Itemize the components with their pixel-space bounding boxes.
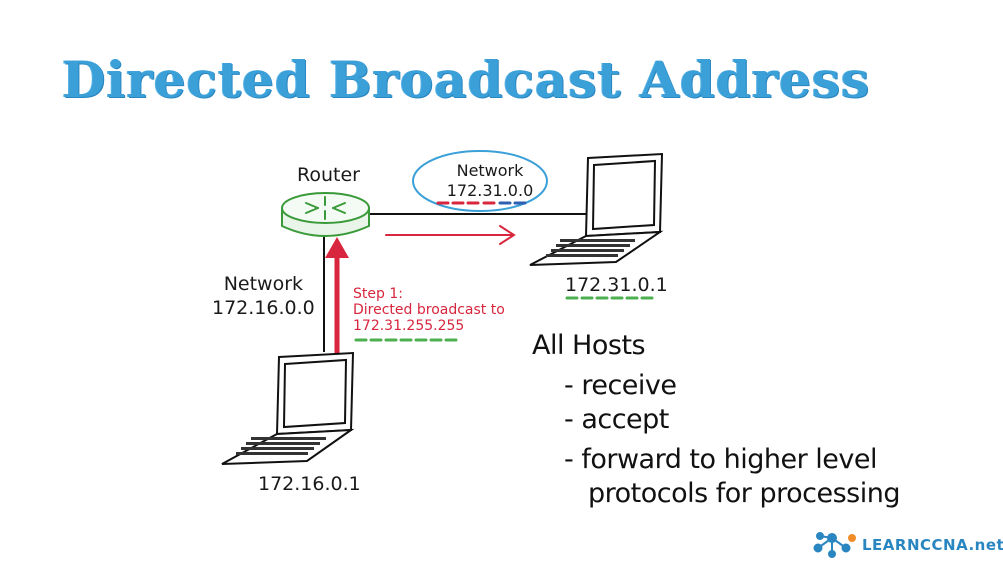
- host-right-ip: 172.31.0.1: [565, 274, 668, 296]
- network-right-label: Network 172.31.0.0: [437, 161, 543, 201]
- all-hosts-item: protocols for processing: [588, 478, 901, 509]
- network-right-title: Network: [456, 161, 524, 180]
- network-left-label: Network 172.16.0.0: [212, 272, 315, 320]
- all-hosts-item: - receive: [564, 370, 677, 401]
- all-hosts-item: - accept: [564, 404, 669, 435]
- all-hosts-heading: All Hosts: [532, 330, 646, 361]
- page-title: Directed Broadcast Address: [62, 50, 871, 109]
- laptop-icon-right: [529, 152, 664, 266]
- network-left-address: 172.16.0.0: [212, 297, 315, 319]
- network-left-title: Network: [223, 273, 304, 295]
- router-icon: [281, 192, 370, 237]
- network-right-address: 172.31.0.0: [446, 181, 534, 200]
- broadcast-arrow-up: [325, 237, 349, 372]
- step-line-1: Step 1:: [353, 286, 403, 302]
- router-label: Router: [297, 164, 360, 186]
- broadcast-arrow-right: [385, 225, 516, 245]
- learnccna-logo-text: LEARNCCNA.net: [862, 536, 1003, 554]
- host-left-ip: 172.16.0.1: [258, 473, 361, 495]
- all-hosts-item: - forward to higher level: [564, 444, 877, 475]
- learnccna-logo-icon: [813, 532, 856, 558]
- step-line-2: Directed broadcast to: [353, 302, 505, 318]
- laptop-icon-left: [221, 351, 355, 465]
- step-annotation: Step 1: Directed broadcast to 172.31.255…: [353, 286, 505, 334]
- network-right-highlight: [412, 150, 548, 212]
- step-line-3: 172.31.255.255: [353, 318, 465, 334]
